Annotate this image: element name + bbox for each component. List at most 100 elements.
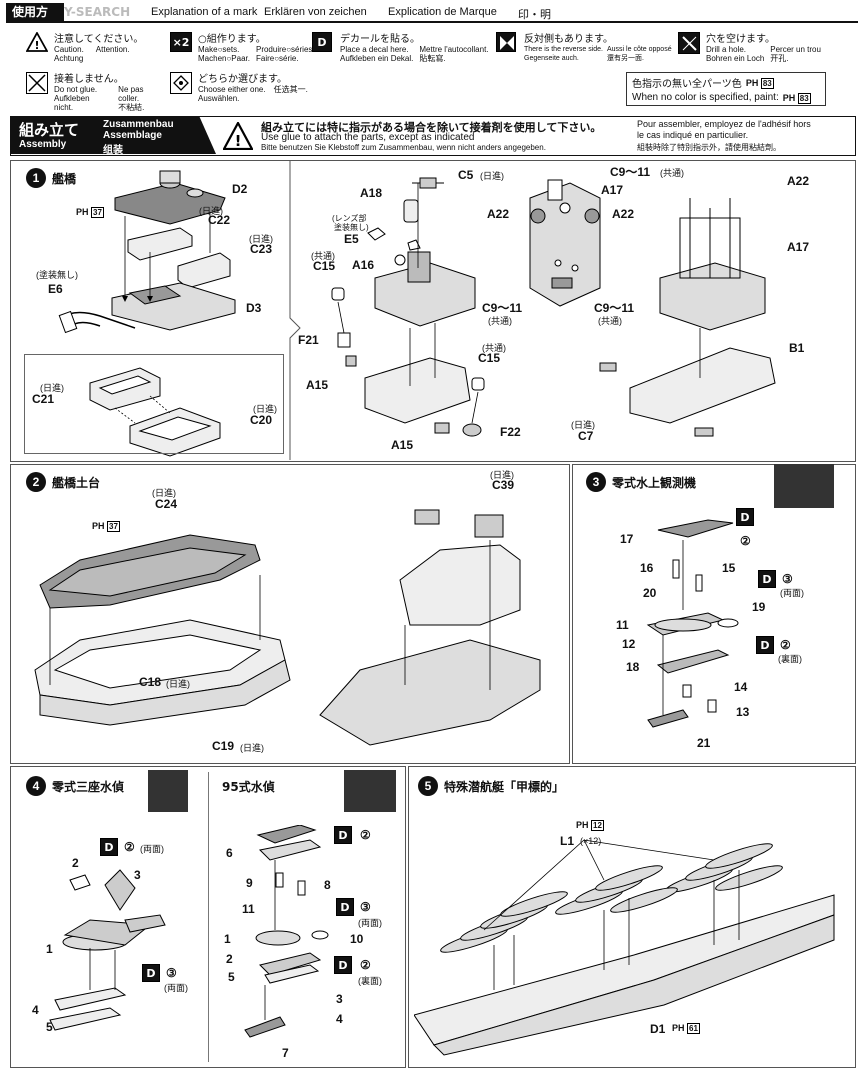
decal-icon: D (756, 636, 774, 654)
paint-ref-step5-h: H (582, 820, 589, 830)
mark-sets-fr2: Faire○série. (255, 54, 299, 63)
mark-drill-en: Drill a hole. (706, 45, 747, 54)
step1-divider (289, 160, 301, 460)
label-B1: B1 (789, 341, 805, 355)
mark-choose-en: Choose either one. (198, 85, 266, 94)
color-note-jp: 色指示の無い全パーツ色 (632, 79, 742, 90)
step5-number: 5 (418, 776, 438, 796)
label-step95-8: 8 (324, 878, 331, 892)
label-step3-14: 14 (734, 680, 748, 694)
step2-base-drawing (34, 509, 541, 746)
label-C20: C20 (250, 413, 273, 427)
mark-decal-de: Aufkleben ein Dekal. (340, 54, 414, 63)
label-A22a: A22 (487, 207, 510, 221)
warning-icon: ! (223, 122, 253, 150)
label-step95-decal-3: ③ (360, 900, 371, 914)
label-step3-decal-2b-note: (裏面) (778, 654, 802, 664)
paint-ref-step2-num: 37 (107, 521, 120, 532)
label-A15b: A15 (391, 438, 414, 452)
decal-icon: D (334, 956, 352, 974)
decal-icon: D (758, 570, 776, 588)
step2-header: 2 艦橋土台 (26, 472, 100, 492)
label-C9a-note: (共通) (660, 168, 684, 178)
step95-divider (208, 772, 209, 1062)
label-step3-17: 17 (620, 532, 634, 546)
assembly-title-block: 組み立て Assembly Zusammenbau Assemblage 组装 (11, 117, 216, 154)
paint-ref-h: H (751, 77, 759, 88)
label-F21: F21 (298, 333, 319, 347)
step1-bridge-drawing (58, 170, 236, 457)
assembly-warn-fr1: Pour assembler, employez de l'adhésif ho… (637, 119, 811, 129)
label-step95-3: 3 (336, 992, 343, 1006)
step1-number: 1 (26, 168, 46, 188)
label-step95-2: 2 (226, 952, 233, 966)
label-C5-note: (日進) (480, 171, 504, 181)
choose-icon (170, 72, 192, 94)
label-step3-18: 18 (626, 660, 640, 674)
label-step3-13: 13 (736, 705, 750, 719)
mark-no-glue-en: Do not glue. (54, 85, 98, 94)
label-C22-note: (日進) (199, 206, 223, 216)
watermark: Y-SEARCH (64, 5, 131, 19)
mark-reverse-cn: 還有另一面. (606, 55, 644, 62)
step3-header: 3 零式水上観測機 (586, 472, 696, 492)
label-A15a: A15 (306, 378, 329, 392)
decal-icon: D (142, 964, 160, 982)
label-E6: E6 (48, 282, 63, 296)
label-C19-note: (日進) (240, 743, 264, 753)
label-C15b-note: (共通) (482, 343, 506, 353)
label-step95-6: 6 (226, 846, 233, 860)
step95-plane-drawing (244, 825, 329, 1038)
label-step4-2: 2 (72, 856, 79, 870)
label-step3-16: 16 (640, 561, 654, 575)
mark-drill-de: Bohren ein Loch (706, 54, 765, 63)
label-step4-decal-3-note: (両面) (164, 983, 188, 993)
paint-ref-step1: PH 37 (76, 207, 104, 218)
label-step4-decal-2-note: (両面) (140, 844, 164, 854)
label-E6-note: (塗装無し) (36, 270, 78, 280)
reverse-side-icon (496, 32, 516, 52)
label-step95-11: 11 (242, 902, 255, 916)
label-D3: D3 (246, 301, 262, 315)
label-step95-10: 10 (350, 932, 364, 946)
label-step3-decal-2b: ② (780, 638, 791, 652)
step4-runner-thumb (148, 770, 188, 812)
label-step95-1: 1 (224, 932, 231, 946)
step4-number: 4 (26, 776, 46, 796)
label-C15b: C15 (478, 351, 501, 365)
paint-ref-step2-h: H (98, 521, 105, 531)
assembly-cn: 组装 (103, 145, 123, 156)
paint-ref-step2: PH 37 (92, 521, 120, 532)
step2-panel (10, 464, 570, 764)
label-A22b: A22 (612, 207, 635, 221)
step3-runner-thumb (774, 464, 834, 508)
label-C9c-note: (共通) (598, 316, 622, 326)
label-C7-note: (日進) (571, 420, 595, 430)
mark-reverse-de: Gegenseite auch. (524, 55, 579, 62)
label-step95-4: 4 (336, 1012, 343, 1026)
mark-decal-fr: Mettre l'autocollant. (419, 45, 489, 54)
assembly-banner: 組み立て Assembly Zusammenbau Assemblage 组装 … (10, 116, 856, 156)
mark-caution-jp: 注意してください。 (54, 34, 144, 45)
decal-icon: D (100, 838, 118, 856)
label-C9a: C9～11 (610, 165, 651, 179)
step3-panel (572, 464, 856, 764)
mark-caution-en: Caution. (54, 45, 84, 54)
label-C24: C24 (155, 497, 178, 511)
label-F22: F22 (500, 425, 521, 439)
decal-icon: D (336, 898, 354, 916)
step95-title: 95式水偵 (222, 780, 275, 794)
assembly-warn-jp: 組み立てには特に指示がある場合を除いて接着剤を使用して下さい。 (261, 121, 602, 134)
mark-no-glue-de: Aufkleben nicht. (54, 94, 90, 112)
assembly-warn-fr2: le cas indiqué en particulier. (637, 130, 749, 140)
label-C5: C5 (458, 168, 474, 182)
assembly-warn-cn: 組裝時除了特別指示外，請使用粘結劑。 (637, 143, 781, 152)
label-step3-decal-3-note: (両面) (780, 588, 804, 598)
warning-icon: ! (26, 32, 48, 52)
label-C23: C23 (250, 242, 273, 256)
step5-panel (408, 766, 856, 1068)
label-step3-decal-3: ③ (782, 572, 793, 586)
label-A22c: A22 (787, 174, 810, 188)
mark-choose-jp: どちらか選びます。 (198, 74, 287, 85)
mark-reverse-fr: Aussi le côte opposé (606, 46, 672, 53)
